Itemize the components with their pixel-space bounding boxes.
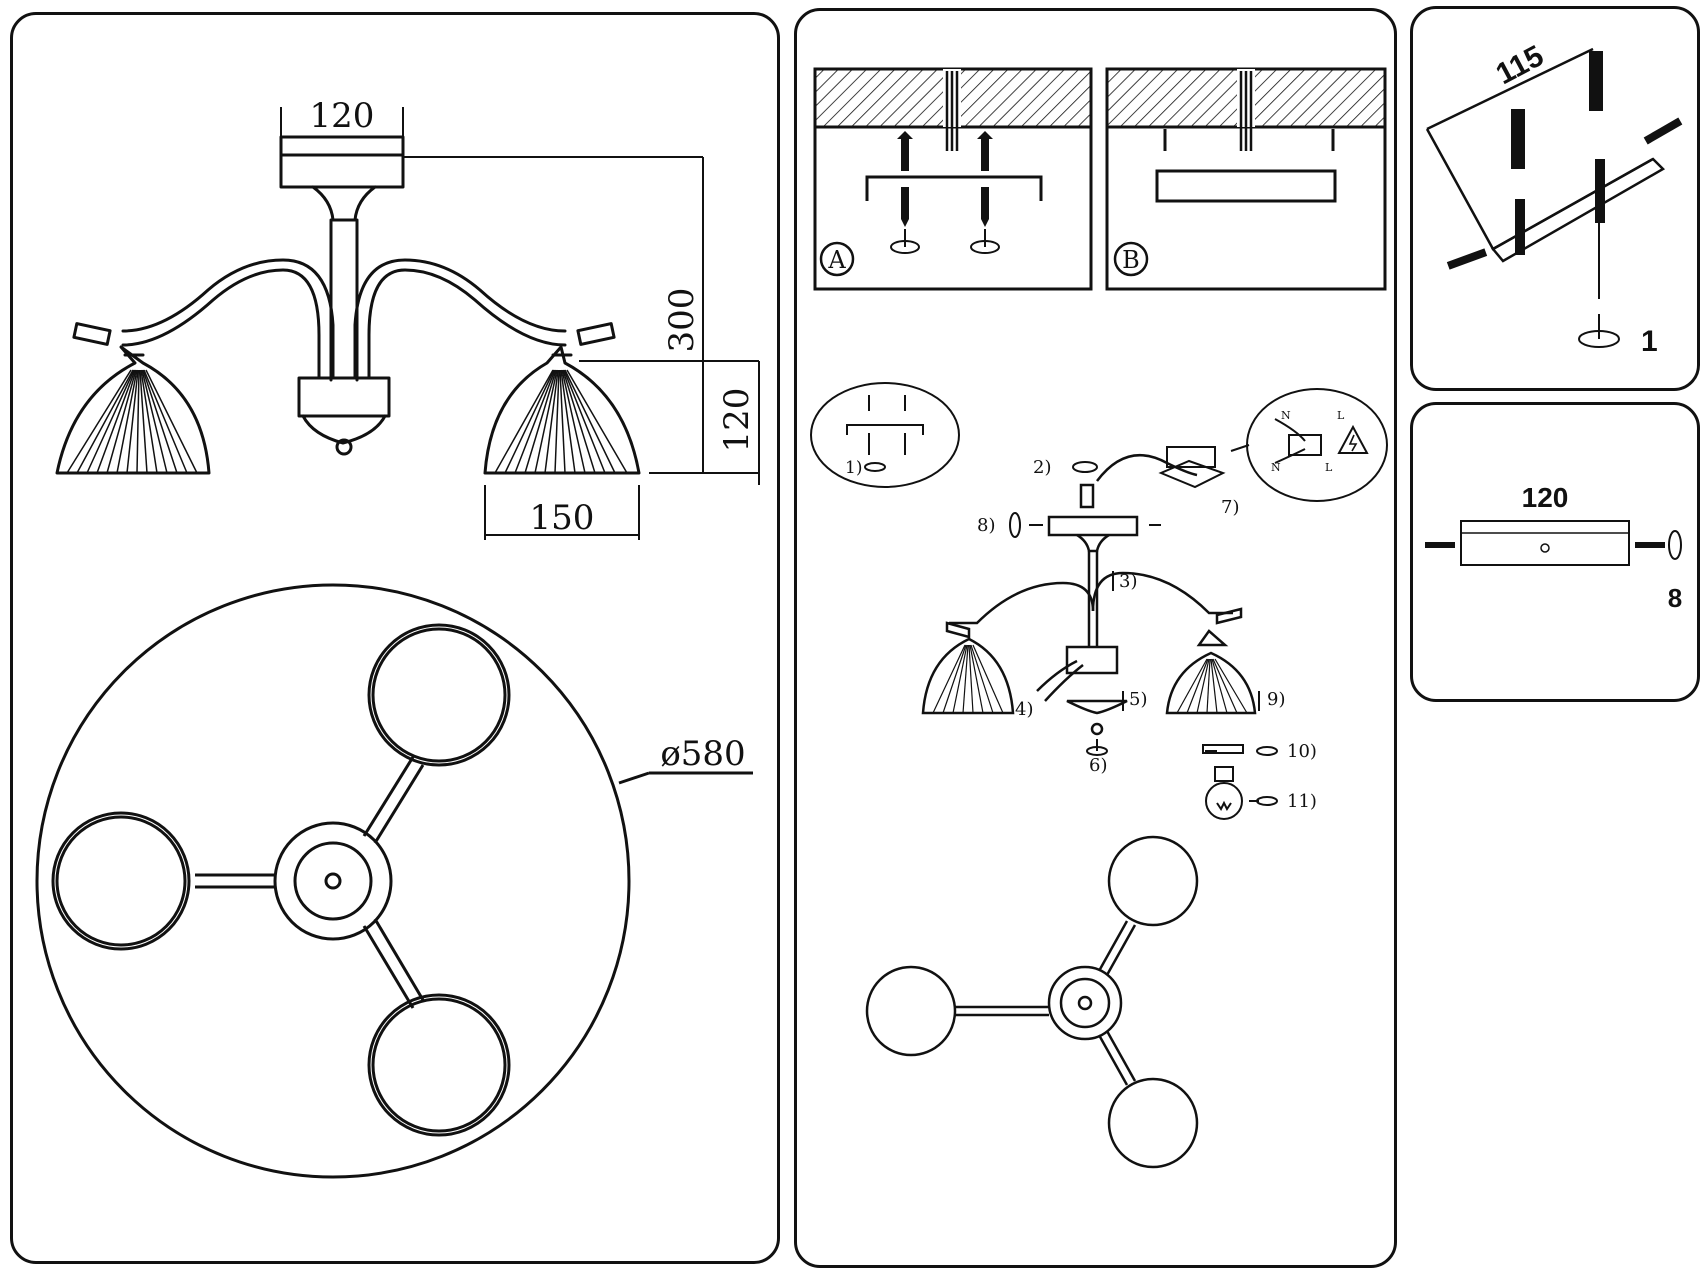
right-arm (367, 268, 567, 379)
light-bulb-icon (1205, 766, 1243, 820)
bracket-panel: 115 1 (1410, 6, 1700, 391)
rotate-arrow-icon (1668, 530, 1682, 560)
assembly-canopy (1047, 515, 1139, 537)
wire-n-bottom: N (1271, 461, 1281, 474)
canopy-plate (1460, 520, 1630, 566)
assembly-shade-ribs (932, 644, 1248, 714)
step-3-label: 3) (1119, 571, 1137, 592)
step-11-label: 11) (1287, 791, 1317, 812)
step-9-label: 9) (1267, 689, 1285, 710)
step-5-label: 5) (1129, 689, 1147, 710)
canopy-neck (311, 185, 377, 222)
top-view-shade-top (367, 623, 511, 767)
installation-panel: A B 1) (794, 8, 1397, 1268)
bracket-step-label: 1 (1641, 325, 1658, 358)
bracket-drawing: 115 1 (1425, 39, 1683, 358)
right-shade (483, 345, 641, 475)
top-view-shade-left (51, 811, 191, 951)
plate-width-label: 120 (1522, 482, 1569, 513)
base-width-label: 120 (310, 96, 375, 136)
option-a-box: A (813, 67, 1093, 291)
assembly-left-shade (921, 637, 1015, 715)
bracket-outline (1425, 128, 1654, 251)
terminal-block (1158, 446, 1226, 489)
rotate-arrow-icon (1578, 314, 1620, 348)
dimensions-panel: 120 300 120 150 ø580 (10, 12, 780, 1264)
plate-drawing: 120 8 (1425, 482, 1682, 613)
step-6-label: 6) (1089, 755, 1107, 776)
shade-height-label: 120 (717, 388, 757, 453)
step-1-label: 1) (845, 458, 862, 478)
assembly-top-view (865, 835, 1199, 1169)
wire-l-bottom: L (1325, 461, 1333, 474)
central-hub (297, 376, 391, 418)
diameter-label: ø580 (660, 734, 745, 774)
dimension-lines (280, 107, 760, 540)
option-b-box: B (1105, 67, 1387, 291)
top-view-shade-bottom (367, 993, 511, 1137)
plate-panel: 120 8 (1410, 402, 1700, 702)
left-shade (55, 345, 211, 475)
top-view (35, 583, 753, 1179)
outer-diameter-circle (35, 583, 631, 1179)
dimension-drawing: 120 300 120 150 ø580 (35, 96, 760, 1179)
assembly-socket (1196, 629, 1229, 647)
total-height-label: 300 (662, 288, 702, 353)
socket-ring (1202, 744, 1244, 754)
step-2-label: 2) (1033, 457, 1051, 478)
shade-width-label: 150 (530, 498, 595, 538)
canopy-plate (279, 135, 405, 189)
electric-hazard-icon (1337, 424, 1369, 454)
step-1-callout (810, 382, 960, 488)
option-b-label: B (1122, 246, 1140, 274)
left-arm (121, 268, 321, 379)
option-a-label: A (827, 246, 846, 274)
screw-icon (897, 131, 993, 227)
mounting-bracket-a (865, 175, 1043, 201)
screw-icon (1446, 51, 1683, 270)
assembly-finial-cup (1066, 699, 1128, 715)
rotate-arrow-icon (890, 229, 1000, 254)
assembly-left-arm (949, 581, 1095, 625)
wire-l-top: L (1337, 409, 1345, 422)
canopy-plate-b (1155, 169, 1337, 203)
step-7-label: 7) (1221, 497, 1239, 518)
right-shade-ribs (494, 369, 628, 474)
screw-icon (1425, 542, 1665, 548)
bracket-length-label: 115 (1491, 39, 1549, 91)
assembly-diagram (921, 454, 1257, 736)
rotate-arrow-icon (1009, 461, 1278, 806)
assembly-right-shade (1165, 651, 1257, 715)
wire-n-top: N (1281, 409, 1291, 422)
wiring-callout (1230, 388, 1388, 502)
assembly-right-arm (1091, 571, 1233, 615)
step-8-label: 8) (977, 515, 995, 536)
left-shade-ribs (66, 369, 198, 474)
installation-drawing: A B 1) (810, 67, 1388, 1169)
step-10-label: 10) (1287, 741, 1317, 762)
plate-step-label: 8 (1668, 583, 1682, 613)
top-view-hub (273, 821, 393, 941)
step-4-label: 4) (1015, 699, 1033, 720)
